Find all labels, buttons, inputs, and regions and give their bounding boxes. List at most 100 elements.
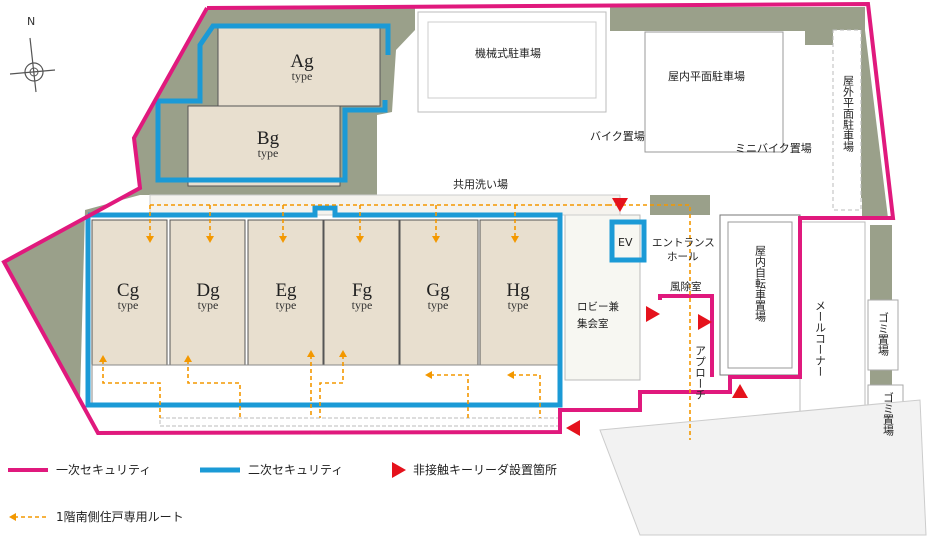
compass-north-label: N [27, 15, 35, 28]
green-area-northeast [805, 30, 888, 218]
route-south-fg [319, 355, 344, 418]
reader-marker-windbreak-2 [698, 314, 712, 330]
unit-eg-room [247, 219, 324, 366]
unit-fg-sub: type [352, 298, 373, 312]
arrowhead-cg [146, 236, 154, 243]
reader-marker-windbreak-1 [646, 306, 660, 322]
primary-security-boundary [1, 1, 896, 436]
label-garbage-2: ゴミ置場 [882, 391, 895, 437]
arrowhead-south-hg [507, 371, 514, 379]
green-area-north-strip [610, 7, 865, 31]
label-minibike-parking: ミニバイク置場 [735, 142, 812, 155]
route-south-cg [102, 360, 161, 418]
secondary-security-south [85, 205, 563, 408]
mail-corner-area [799, 221, 866, 418]
legend-secondary-text: 二次セキュリティ [248, 463, 343, 477]
unit-dg-sub: type [198, 298, 219, 312]
secondary-security-ev [609, 219, 647, 263]
unit-bg-name: Bg [257, 128, 280, 149]
compass-cross [9, 69, 56, 75]
route-approach [608, 204, 691, 440]
legend-reader-text: 非接触キーリーダ設置箇所 [413, 462, 557, 477]
secondary-security-north [155, 23, 391, 183]
reader-marker-corridor [612, 198, 628, 212]
unit-ag-name: Ag [290, 51, 314, 72]
compass-outer-ring [24, 62, 44, 82]
building-areas [149, 11, 927, 536]
primary-security-outline [1, 1, 896, 436]
arrowhead-south-gg [425, 371, 432, 379]
unit-bg-room [187, 105, 341, 187]
arrowhead-south-fg [339, 350, 347, 357]
label-lobby-2: 集会室 [577, 317, 609, 330]
legend-primary-text: 一次セキュリティ [56, 463, 151, 477]
unit-cg-room [91, 219, 168, 366]
arrowhead-south-eg [307, 350, 315, 357]
legend-route-text: 1階南側住戸専用ルート [56, 509, 184, 524]
arrowhead-south-cg [99, 355, 107, 362]
arrowhead-dg [206, 236, 214, 243]
label-entrance-hall-1: エントランス [652, 237, 715, 249]
route-arrowheads [99, 236, 519, 379]
facility-labels: 機械式駐車場 屋内平面駐車場 バイク置場 ミニバイク置場 共用洗い場 EV エン… [453, 46, 812, 330]
route-south-hg [512, 374, 541, 418]
outdoor-parking-area [832, 29, 862, 211]
lobby-area [564, 214, 641, 381]
label-outdoor-parking: 屋外平面駐車場 [842, 75, 855, 153]
arrowhead-gg [432, 236, 440, 243]
label-approach: アプローチ [694, 345, 707, 400]
arrowhead-hg [511, 236, 519, 243]
arrowhead-eg [279, 236, 287, 243]
unit-fg-name: Fg [352, 280, 373, 301]
label-mechanical-parking: 機械式駐車場 [475, 46, 541, 60]
label-bicycle-parking: 屋内自転車置場 [754, 245, 767, 323]
unit-hg-name: Hg [506, 280, 530, 301]
reader-marker-approach [566, 420, 580, 436]
legend-reader-swatch [392, 462, 406, 478]
unit-fg-room [323, 219, 400, 366]
route-south-dg [187, 360, 241, 418]
unit-ag-room [217, 27, 381, 107]
north-compass: N [9, 15, 56, 93]
label-shared-wash: 共用洗い場 [453, 178, 508, 191]
reader-marker-bicycle [732, 384, 748, 398]
unit-hg-room [479, 219, 559, 366]
arrowhead-south-dg [184, 355, 192, 362]
compass-inner-ring [29, 67, 39, 77]
unit-gg-sub: type [428, 298, 449, 312]
south-walkway [159, 417, 561, 427]
unit-eg-name: Eg [275, 280, 297, 301]
mechanical-parking-area [417, 11, 607, 113]
approach-road [599, 399, 927, 536]
south-route-paths [102, 204, 691, 440]
bicycle-parking-inner [727, 221, 793, 369]
legend-route-arrowhead [9, 513, 16, 521]
unit-cg-name: Cg [117, 280, 140, 301]
unit-dg-name: Dg [196, 280, 220, 301]
label-garbage-1: ゴミ置場 [877, 311, 890, 357]
units [91, 27, 559, 406]
garbage-area-1 [867, 299, 899, 371]
balcony-row [91, 364, 559, 406]
key-reader-markers [566, 198, 748, 436]
vertical-labels: 屋外平面駐車場 屋内自転車置場 メールコーナー アプローチ ゴミ置場 ゴミ置場 [694, 75, 895, 437]
route-south-gg [430, 374, 469, 418]
primary-security-windbreak [658, 294, 714, 377]
unit-ag-sub: type [292, 69, 313, 83]
unit-bg-sub: type [258, 146, 279, 160]
unit-hg-sub: type [508, 298, 529, 312]
unit-gg-room [399, 219, 479, 366]
label-bike-parking: バイク置場 [590, 130, 645, 143]
label-ev: EV [618, 236, 633, 249]
compass-needle [29, 37, 37, 93]
unit-cg-sub: type [118, 298, 139, 312]
label-windbreak: 風除室 [670, 280, 702, 293]
unit-gg-name: Gg [426, 280, 450, 301]
label-indoor-parking: 屋内平面駐車場 [668, 69, 745, 83]
label-entrance-hall-2: ホール [667, 251, 699, 263]
arrowhead-fg [356, 236, 364, 243]
unit-labels: Ag type Bg type Cg type Dg type Eg type … [117, 51, 530, 312]
indoor-parking-area [644, 31, 784, 153]
label-mail-corner: メールコーナー [814, 300, 827, 377]
secondary-security-boundary [85, 23, 647, 408]
